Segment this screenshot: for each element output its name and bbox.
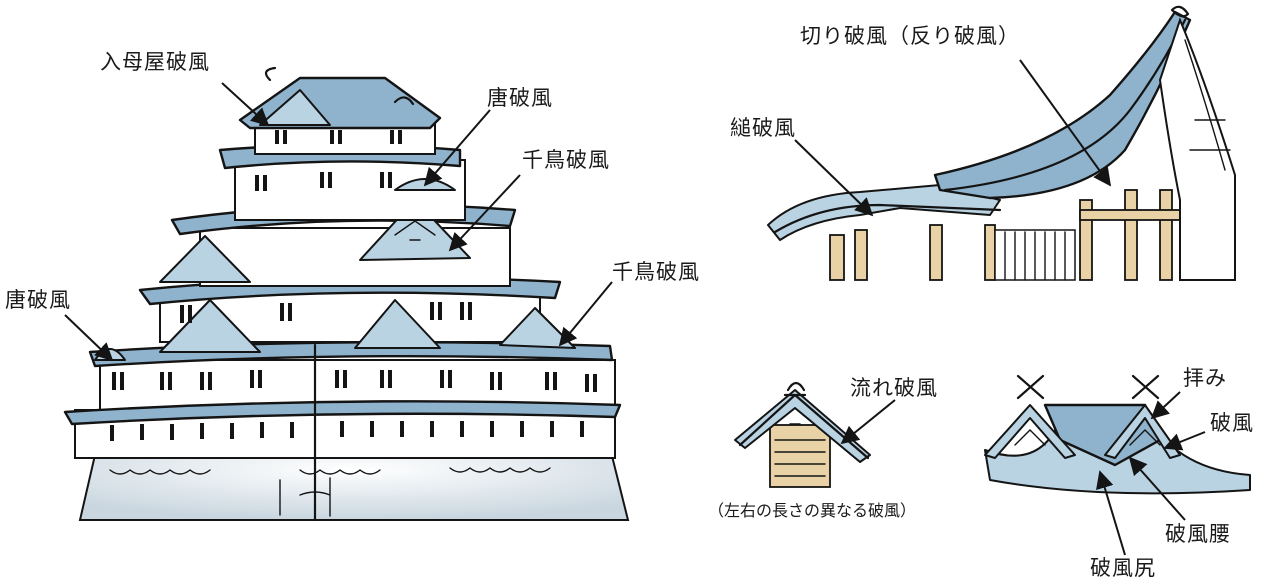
castle-windows-topmost bbox=[275, 130, 402, 144]
chidori-gable-upper bbox=[359, 199, 471, 261]
label-chidori-hafu-2: 千鳥破風 bbox=[612, 260, 700, 284]
label-kara-hafu-left: 唐破風 bbox=[5, 288, 71, 312]
label-nagare-hafu-note: （左右の長さの異なる破風） bbox=[708, 501, 917, 520]
label-arrows bbox=[64, 59, 1206, 556]
label-hafu-jiri: 破風尻 bbox=[1090, 556, 1156, 580]
label-chidori-hafu-1: 千鳥破風 bbox=[522, 148, 610, 172]
arrow-hafu bbox=[1163, 431, 1206, 451]
arrow-chidori-1 bbox=[448, 174, 521, 252]
arrow-kara-left bbox=[64, 314, 114, 362]
arrow-kara-top bbox=[423, 109, 491, 187]
castle-windows-mid bbox=[180, 302, 472, 323]
label-kara-hafu-top: 唐破風 bbox=[487, 86, 553, 110]
arrow-chidori-2 bbox=[558, 281, 613, 347]
label-nagare-hafu: 流れ破風 bbox=[850, 376, 938, 400]
label-irimoya-hafu: 入母屋破風 bbox=[100, 50, 210, 74]
label-hafu: 破風 bbox=[1210, 411, 1254, 435]
hafu-parts-illustration bbox=[984, 374, 1251, 495]
arrow-irimoya bbox=[221, 82, 270, 127]
castle-windows-top bbox=[255, 172, 392, 191]
label-hafu-koshi: 破風腰 bbox=[1165, 522, 1231, 546]
castle-illustration bbox=[63, 66, 630, 522]
chidori-gable-lower bbox=[499, 307, 576, 349]
sugari-roof bbox=[767, 184, 1001, 241]
castle-wall-lower bbox=[74, 409, 616, 459]
label-sugari-hafu: 縋破風 bbox=[730, 116, 796, 140]
arrow-kiri bbox=[1019, 59, 1112, 187]
arrow-hafu-koshi bbox=[1128, 456, 1186, 521]
arrow-nagare bbox=[840, 399, 896, 445]
arrow-ogami bbox=[1150, 391, 1181, 420]
label-kiri-hafu: 切り破風（反り破風） bbox=[800, 24, 1020, 48]
arrow-sugari bbox=[794, 139, 874, 217]
label-ogami: 拝み bbox=[1183, 366, 1227, 390]
kiri-hafu-illustration bbox=[767, 5, 1236, 281]
castle-windows bbox=[110, 370, 597, 441]
arrow-hafu-jiri bbox=[1096, 470, 1126, 556]
